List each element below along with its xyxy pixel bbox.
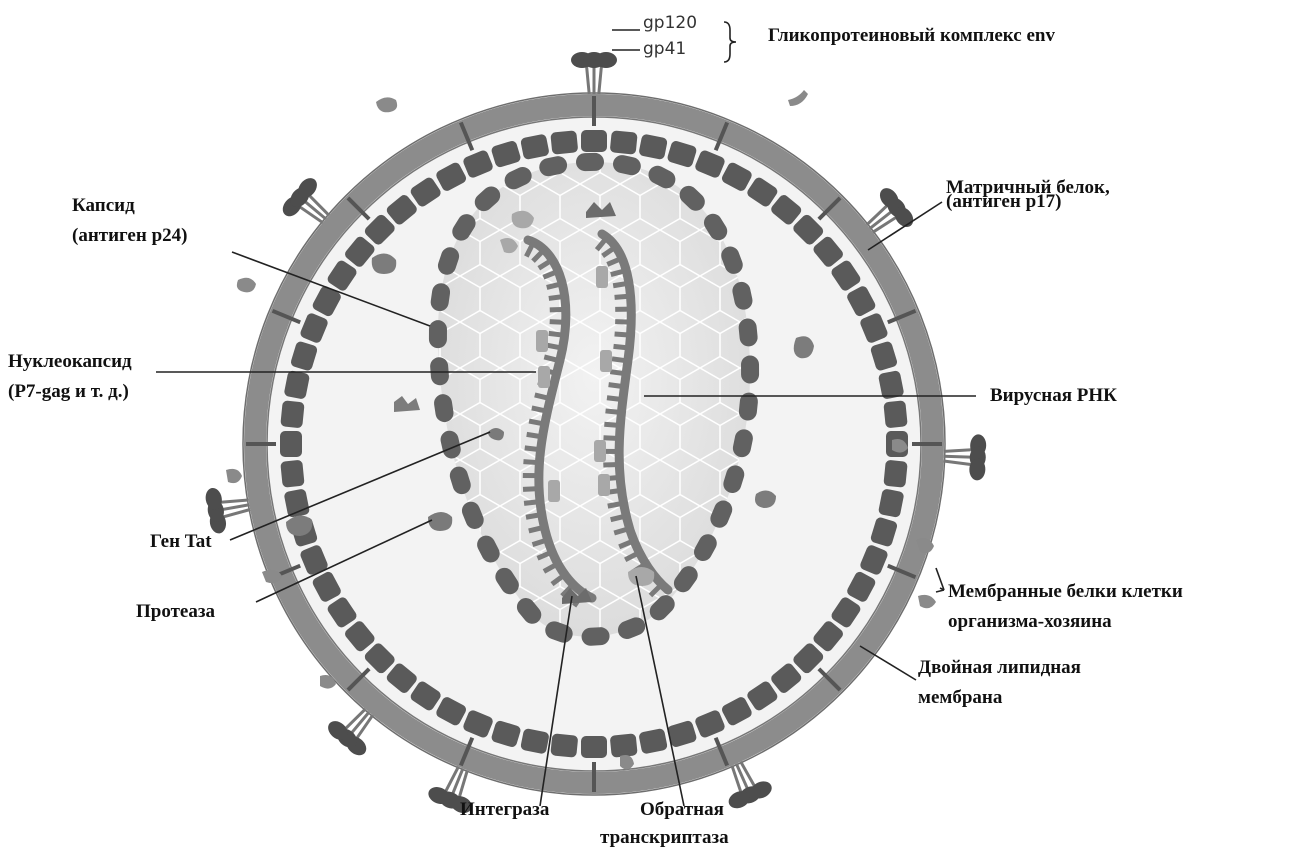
- nucleocapsid-label-line1: Нуклеокапсид: [8, 350, 132, 374]
- capsid-label-line1: Капсид: [72, 194, 135, 218]
- nucleocapsid-label-line2: (P7-gag и т. д.): [8, 380, 129, 404]
- tat-gene-label: Ген Tat: [150, 530, 212, 554]
- integrase-label: Интеграза: [460, 798, 549, 822]
- gp120-label: gp120: [643, 14, 697, 32]
- protease-protein: [428, 512, 452, 531]
- host-proteins-label-line2: организма-хозяина: [948, 610, 1112, 634]
- lipid-membrane-label-line1: Двойная липидная: [918, 656, 1081, 680]
- protease-label: Протеаза: [136, 600, 215, 624]
- reverse-transcriptase-label-line2: транскриптаза: [600, 826, 729, 850]
- viral-rna-label: Вирусная РНК: [990, 384, 1117, 408]
- capsid-label-line2: (антиген p24): [72, 224, 187, 248]
- env-complex-label: Гликопротеиновый комплекс env: [768, 24, 1055, 48]
- gp41-label: gp41: [643, 40, 686, 58]
- host-proteins-label-line1: Мембранные белки клетки: [948, 580, 1183, 604]
- lipid-membrane-label-line2: мембрана: [918, 686, 1002, 710]
- matrix-protein-label-line2: (антиген p17): [946, 190, 1061, 214]
- reverse-transcriptase-label-line1: Обратная: [640, 798, 724, 822]
